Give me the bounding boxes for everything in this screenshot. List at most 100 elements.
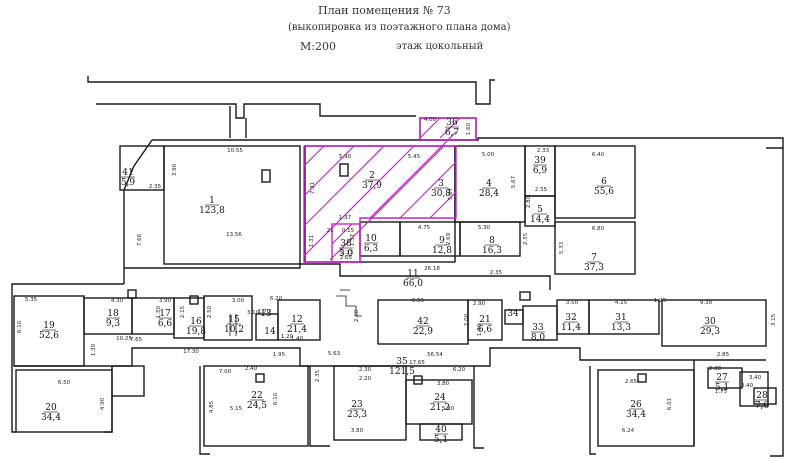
room-28: 287,6 (755, 391, 770, 411)
dimension-label: 3.90 (159, 298, 172, 304)
room-39: 396,9 (533, 156, 548, 176)
dimension-label: 3.10 (247, 310, 260, 316)
room-area: 8,0 (531, 333, 546, 343)
dimension-label: 3.90 (172, 163, 178, 176)
dimension-label: 2.55 (535, 187, 548, 193)
dimension-label: 4.90 (100, 397, 106, 410)
room-area: 55,6 (594, 187, 614, 197)
room-number: 15 (228, 315, 240, 325)
room-area: 5,1 (434, 435, 448, 445)
room-area: 29,3 (700, 327, 720, 337)
room-area: 12,8 (432, 246, 452, 256)
dimension-label: 6.10 (17, 320, 23, 333)
dimension-label: 4.75 (418, 225, 431, 231)
dimension-label: 3.80 (351, 428, 364, 434)
dimension-label: 5.80 (442, 406, 455, 412)
plan-scale: М:200 (300, 40, 336, 53)
dimension-label: 1.37 (350, 233, 356, 246)
room-34: 34 (507, 309, 519, 319)
dimension-label: 1.95 (273, 352, 286, 358)
dimension-label: 3.50 (566, 300, 579, 306)
dimension-label: 2.65 (625, 379, 638, 385)
room-area: 16,3 (482, 246, 502, 256)
room-number: 13 (260, 309, 272, 319)
dimension-label: 3.40 (741, 383, 754, 389)
dimension-label: 1.31 (309, 235, 315, 247)
dimension-label: 13.56 (226, 232, 242, 238)
room-38: 385,0 (339, 239, 354, 259)
room-area: 34,4 (626, 410, 646, 420)
room-41: 415,9 (121, 168, 136, 188)
dimension-label: 17.30 (183, 349, 199, 355)
room-number: 28 (756, 391, 768, 401)
room-number: 40 (435, 425, 447, 435)
plan-floor: этаж цокольный (396, 41, 484, 52)
dimension-label: 9.30 (700, 300, 713, 306)
dimension-label: 5.30 (478, 225, 491, 231)
room-area: 121,5 (389, 367, 415, 377)
room-number: 16 (190, 317, 202, 327)
room-number: 9 (439, 236, 445, 246)
dimension-label: 5.15 (230, 406, 243, 412)
room-number: 34 (507, 309, 519, 319)
dimension-label: 2.80 (526, 195, 532, 208)
dimension-label: 3.40 (749, 375, 762, 381)
room-area: 6,7 (445, 128, 460, 138)
room-3: 330,8 (431, 179, 451, 199)
dimension-label: 2.35 (149, 184, 162, 190)
room-area: 6,6 (158, 319, 173, 329)
room-number: 8 (489, 236, 495, 246)
dimension-label: 7.66 (137, 233, 143, 246)
dimension-label: 2.05 (340, 255, 353, 261)
dimension-label: 5.35 (25, 297, 38, 303)
dimension-label: 2.35 (315, 369, 321, 382)
room-number: 4 (486, 179, 492, 189)
room-number: 38 (340, 239, 352, 249)
walls (11, 76, 784, 457)
room-number: 26 (630, 400, 642, 410)
dimension-label: 6.24 (622, 428, 635, 434)
dimension-label: 2.33 (341, 250, 354, 256)
room-area: 37,3 (584, 263, 604, 273)
dimension-label: 1.60 (466, 122, 472, 135)
dimension-label: 2.69 (446, 232, 452, 245)
dimension-label: 5.45 (408, 154, 421, 160)
room-33: 338,0 (531, 323, 546, 343)
room-number: 5 (537, 205, 543, 215)
dimension-label: 2.60 (354, 309, 360, 322)
room-number: 23 (351, 400, 363, 410)
room-8: 816,3 (482, 236, 502, 256)
room-40: 405,1 (434, 425, 448, 445)
dimension-label: 10.25 (116, 336, 132, 342)
dimension-label: 2.35 (490, 270, 503, 276)
dimension-label: 5.63 (328, 351, 341, 357)
room-area: 34,4 (41, 413, 61, 423)
dimension-label: 1.75 (715, 389, 728, 395)
room-number: 42 (417, 317, 428, 327)
room-number: 21 (479, 315, 490, 325)
room-27: 275,1 (715, 373, 729, 393)
dimension-label: 2.30 (359, 367, 372, 373)
room-number: 19 (43, 321, 55, 331)
room-area: 24,5 (247, 401, 267, 411)
dimension-label: 5.33 (559, 241, 565, 254)
dimension-label: 2.35 (523, 232, 529, 245)
dimension-label: 5.00 (482, 152, 495, 158)
room-area: 13,3 (611, 323, 631, 333)
dimension-label: 7.65 (130, 337, 143, 343)
dimension-label: 2.00 (464, 313, 470, 326)
dimension-label: 3.15 (771, 313, 777, 326)
room-area: 14,4 (530, 215, 550, 225)
room-area: 9,3 (106, 319, 121, 329)
